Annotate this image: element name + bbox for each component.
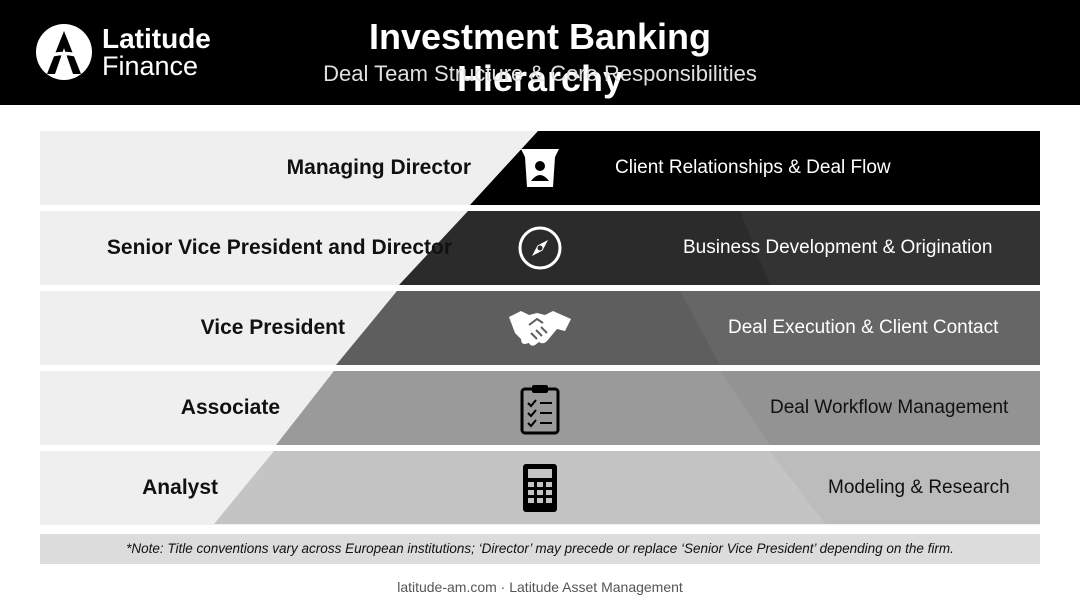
hierarchy-pyramid: Managing Director Client Relationships &… bbox=[40, 131, 1040, 525]
role-label-senior-vice-president: Senior Vice President and Director bbox=[106, 236, 452, 259]
responsibility-vice-president: Deal Execution & Client Contact bbox=[728, 317, 999, 338]
logo-wordmark-top: Latitude bbox=[102, 23, 211, 54]
role-label-managing-director: Managing Director bbox=[286, 156, 471, 179]
compass-icon bbox=[518, 226, 562, 270]
logo-wordmark-bottom: Finance bbox=[102, 51, 199, 81]
pyramid-band-3 bbox=[336, 291, 1040, 365]
page-title: Investment Banking Hierarchy bbox=[368, 16, 712, 99]
responsibility-associate: Deal Workflow Management bbox=[770, 397, 1009, 418]
pyramid-band-2 bbox=[399, 211, 1040, 285]
header-bar: Latitude Finance Investment Banking Hier… bbox=[0, 0, 1080, 105]
role-label-vice-president: Vice President bbox=[200, 316, 345, 339]
latitude-a-icon bbox=[42, 31, 86, 74]
role-label-analyst: Analyst bbox=[142, 476, 218, 499]
footnote: *Note: Title conventions vary across Eur… bbox=[40, 534, 1040, 564]
page-subtitle: Deal Team Structure & Core Responsibilit… bbox=[323, 61, 757, 86]
responsibility-analyst: Modeling & Research bbox=[828, 477, 1010, 498]
calculator-icon bbox=[523, 464, 557, 512]
clipboard-checklist-icon bbox=[520, 385, 560, 435]
footer-credit: latitude-am.com · Latitude Asset Managem… bbox=[397, 579, 683, 595]
handshake-icon bbox=[509, 311, 571, 346]
keystone-person-icon bbox=[521, 149, 559, 187]
pyramid-bands bbox=[214, 131, 1040, 524]
pyramid-band-4 bbox=[276, 371, 1040, 445]
pyramid-band-1 bbox=[470, 131, 1040, 205]
responsibility-senior-vice-president: Business Development & Origination bbox=[683, 237, 993, 258]
role-label-associate: Associate bbox=[180, 396, 280, 419]
responsibility-managing-director: Client Relationships & Deal Flow bbox=[615, 157, 891, 178]
logo-mark bbox=[36, 24, 92, 80]
pyramid-band-5 bbox=[214, 451, 1040, 524]
